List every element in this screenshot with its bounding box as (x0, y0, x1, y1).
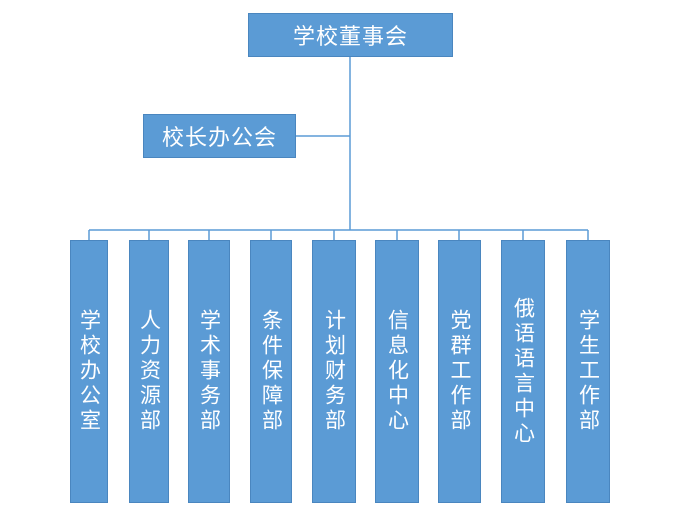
department-box-student-affairs[interactable]: 学生工作部 (566, 240, 610, 503)
department-box-russian-center[interactable]: 俄语语言中心 (501, 240, 545, 503)
president-office-meeting-box[interactable]: 校长办公会 (143, 114, 296, 158)
department-box-party-affairs[interactable]: 党群工作部 (438, 240, 481, 503)
department-box-human-resources[interactable]: 人力资源部 (129, 240, 169, 503)
department-box-school-office[interactable]: 学校办公室 (70, 240, 108, 503)
department-box-academic-affairs[interactable]: 学术事务部 (188, 240, 230, 503)
department-box-finance[interactable]: 计划财务部 (312, 240, 356, 503)
board-of-directors-box[interactable]: 学校董事会 (248, 13, 453, 57)
department-box-facilities[interactable]: 条件保障部 (250, 240, 292, 503)
department-box-it-center[interactable]: 信息化中心 (375, 240, 419, 503)
